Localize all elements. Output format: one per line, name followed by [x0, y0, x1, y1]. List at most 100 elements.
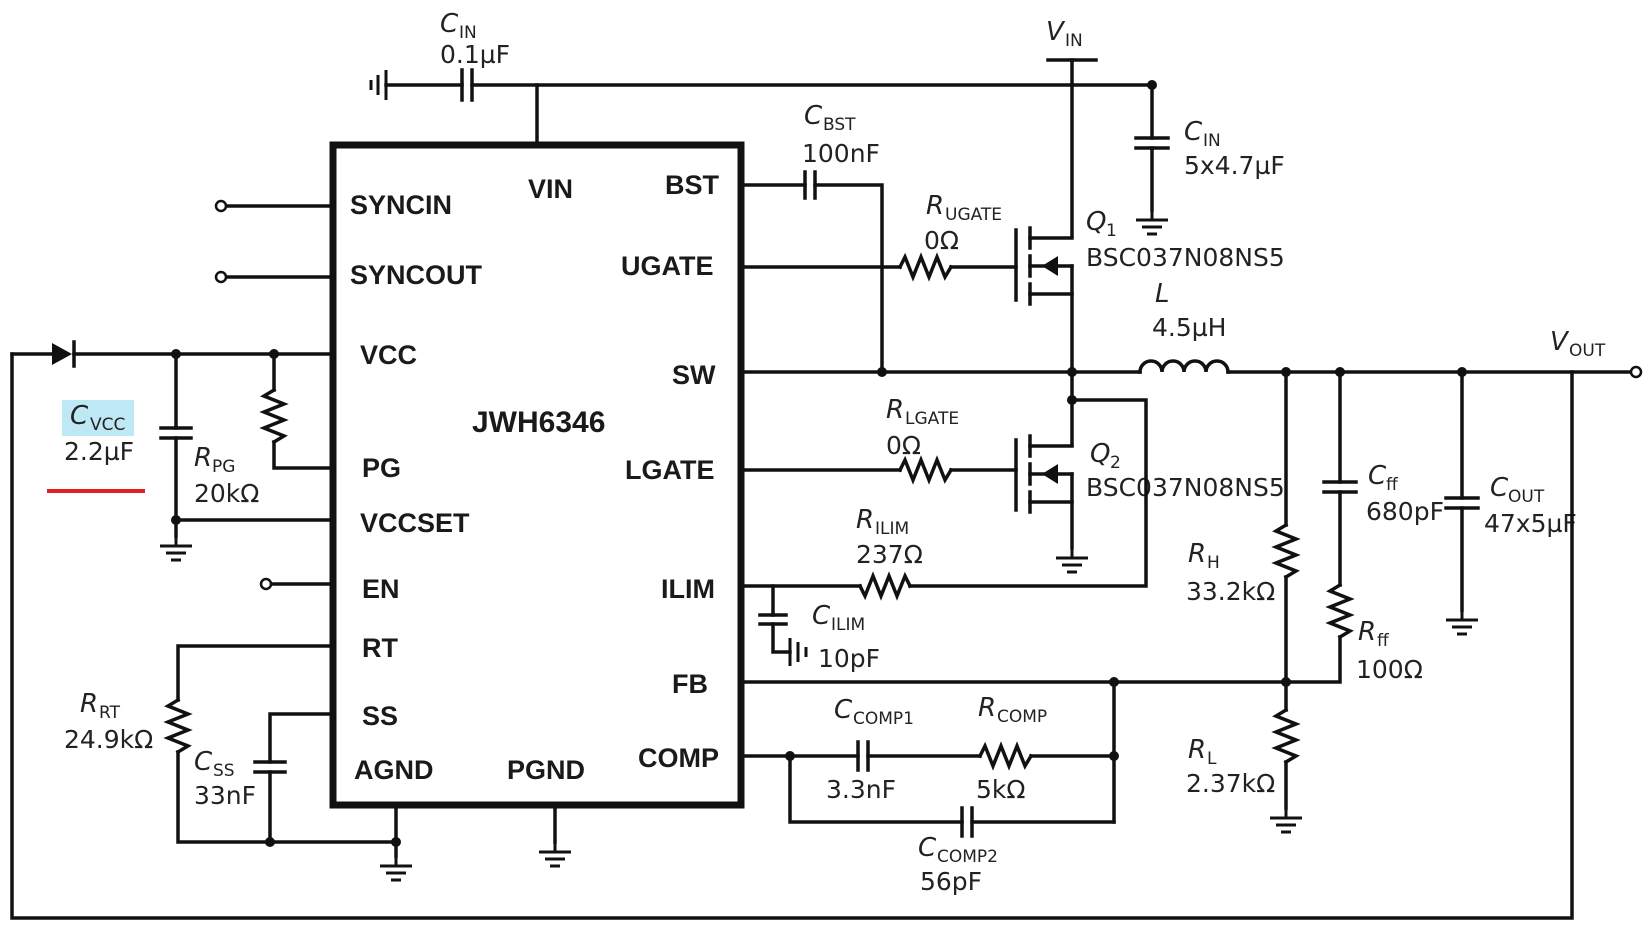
cvcc-ground — [158, 534, 194, 562]
rl-ref: R — [1188, 735, 1206, 765]
cout-sub: OUT — [1508, 487, 1545, 507]
cvcc-value: 2.2µF — [64, 437, 134, 466]
cin-small-capacitor — [384, 68, 474, 102]
inductor-value: 4.5µH — [1152, 313, 1226, 342]
cbst-sub: BST — [823, 115, 856, 135]
pin-comp: COMP — [638, 743, 719, 773]
cff-value: 680pF — [1366, 497, 1444, 526]
rl-value: 2.37kΩ — [1186, 769, 1275, 798]
rh-resistor — [1271, 522, 1301, 580]
cin-small-sub: IN — [459, 23, 477, 43]
agnd-ground — [378, 854, 414, 882]
pin-syncin: SYNCIN — [350, 190, 452, 220]
q1-mosfet — [1014, 226, 1074, 374]
pin-vccset: VCCSET — [360, 508, 470, 538]
rcomp-value: 5kΩ — [976, 775, 1026, 804]
rugate-sub: UGATE — [945, 205, 1002, 225]
en-terminal — [259, 577, 273, 591]
syncin-terminal — [214, 199, 228, 213]
cout-value: 47x5µF — [1484, 509, 1577, 538]
rugate-value: 0Ω — [924, 226, 959, 255]
cilim-sub: ILIM — [831, 615, 865, 635]
q2-ground — [1054, 546, 1090, 574]
q2-sub: 2 — [1110, 453, 1121, 473]
vout-label-sub: OUT — [1569, 341, 1606, 361]
q1-sub: 1 — [1106, 221, 1117, 241]
cin-bulk-ground — [1134, 208, 1170, 236]
rlgate-sub: LGATE — [905, 409, 959, 429]
pin-agnd: AGND — [354, 755, 434, 785]
rh-ref: R — [1188, 539, 1206, 569]
pin-lgate: LGATE — [625, 455, 715, 485]
cin-bulk-ref: C — [1184, 117, 1203, 147]
rilim-resistor — [857, 571, 913, 601]
pin-ss: SS — [362, 701, 398, 731]
inductor-ref: L — [1155, 279, 1170, 309]
rilim-value: 237Ω — [856, 540, 923, 569]
pin-vcc: VCC — [360, 340, 417, 370]
cvcc-highlight — [62, 400, 134, 436]
ccomp1-value: 3.3nF — [826, 775, 896, 804]
cff-ref: C — [1368, 461, 1387, 491]
rrt-resistor — [163, 697, 193, 755]
rl-resistor — [1271, 707, 1301, 765]
cin-bulk-sub: IN — [1203, 131, 1221, 151]
cilim-value: 10pF — [818, 644, 880, 673]
rugate-resistor — [897, 252, 954, 282]
pin-pgnd: PGND — [507, 755, 585, 785]
cvcc-ref: C — [70, 401, 89, 431]
vcc-diode — [52, 340, 76, 368]
rff-ref: R — [1358, 617, 1376, 647]
rlgate-value: 0Ω — [886, 431, 921, 460]
cin-small-value: 0.1µF — [440, 40, 510, 69]
pin-vin: VIN — [528, 174, 573, 204]
rl-sub: L — [1207, 749, 1217, 769]
rpg-sub: PG — [212, 457, 235, 477]
rcomp-sub: COMP — [997, 707, 1047, 727]
vout-label: V — [1550, 327, 1570, 357]
rh-sub: H — [1207, 553, 1220, 573]
rugate-ref: R — [926, 191, 944, 221]
cin-small-ground — [369, 70, 388, 100]
css-value: 33nF — [194, 781, 256, 810]
vout-feedback-loop — [10, 352, 1574, 920]
css-ref: C — [194, 747, 213, 777]
cilim-capacitor — [758, 584, 792, 654]
cff-sub: ff — [1386, 475, 1399, 495]
cout-ref: C — [1490, 473, 1509, 503]
ccomp1-ref: C — [834, 695, 853, 725]
pin-sw: SW — [672, 360, 716, 390]
q2-ref: Q — [1090, 439, 1110, 469]
ic-name: JWH6346 — [472, 406, 605, 439]
rff-value: 100Ω — [1356, 655, 1423, 684]
css-sub: SS — [213, 761, 235, 781]
rff-resistor — [1325, 582, 1355, 640]
cilim-ref: C — [812, 601, 831, 631]
rcomp-ref: R — [978, 693, 996, 723]
rrt-sub: RT — [99, 703, 121, 723]
rlgate-resistor — [897, 455, 954, 485]
rrt-value: 24.9kΩ — [64, 725, 153, 754]
pin-en: EN — [362, 574, 400, 604]
rilim-ref: R — [856, 505, 874, 535]
cbst-value: 100nF — [802, 139, 880, 168]
pgnd-ground — [537, 840, 573, 868]
vout-terminal — [1629, 365, 1643, 379]
rh-value: 33.2kΩ — [1186, 577, 1275, 606]
inductor — [1138, 359, 1230, 374]
q2-part: BSC037N08NS5 — [1086, 473, 1285, 502]
pin-ilim: ILIM — [661, 574, 715, 604]
vin-label: V — [1046, 17, 1066, 47]
pin-bst: BST — [665, 170, 720, 200]
cbst-ref: C — [804, 101, 823, 131]
rpg-value: 20kΩ — [194, 479, 259, 508]
rl-ground — [1268, 806, 1304, 834]
q1-part: BSC037N08NS5 — [1086, 243, 1285, 272]
ccomp2-sub: COMP2 — [937, 847, 998, 867]
cin-bulk-value: 5x4.7µF — [1184, 151, 1285, 180]
pin-fb: FB — [672, 669, 708, 699]
rpg-resistor — [259, 387, 289, 445]
ccomp2-value: 56pF — [920, 867, 982, 896]
cilim-ground — [788, 638, 808, 666]
